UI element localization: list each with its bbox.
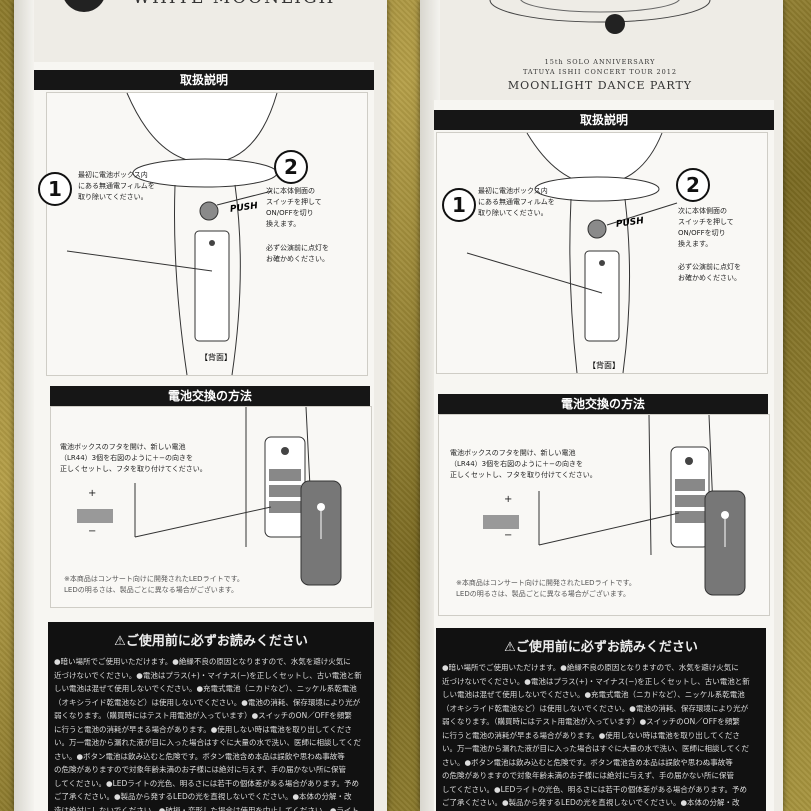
left-warning-box: ⚠ご使用前に必ずお読みください ●暗い場所でご使用いただけます。●絶縁不良の原因… [48,622,374,811]
step-1-badge: 1 [38,172,72,206]
left-warning-title: ⚠ご使用前に必ずお読みください [114,634,308,649]
right-instructions-header: 取扱説明 [434,110,774,130]
right-battery-panel [438,414,770,616]
left-instructions-panel [46,92,368,376]
right-warning-title: ⚠ご使用前に必ずお読みください [504,640,698,655]
light-stick-illustration-right [466,132,678,374]
step-2-text: 次に本体側面の スイッチを押して ON/OFFを切り 換えます。 [266,187,322,228]
step-2-note-right: 必ず公演前に点灯を お確かめください。 [678,263,741,282]
step-1-text: 最初に電池ボックス内 にある無通電フィルムを 取り除いてください。 [78,171,155,201]
left-package-card: WHITE MOONLIGH 取扱説明 1 2 最初に電池ボックス内 にある無通… [14,0,387,811]
left-brand-title: WHITE MOONLIGH [104,0,364,8]
step-1-badge-right: 1 [442,188,476,222]
moon-logo-left [64,0,104,12]
step-2-badge: 2 [274,150,308,184]
step-2-note: 必ず公演前に点灯を お確かめください。 [266,244,329,263]
left-led-note: ※本商品はコンサート向けに開発されたLEDライトです。 LEDの明るさは、製品ご… [64,575,244,594]
left-battery-header: 電池交換の方法 [50,386,370,406]
light-stick-illustration [66,92,278,376]
step-2-badge-right: 2 [676,168,710,202]
right-package-card: 15th SOLO ANNIVERSARY TATUYA ISHII CONCE… [420,0,783,811]
battery-text-right: 電池ボックスのフタを開け、新しい電池 （LR44）3個を右図のように＋−の向きを… [450,449,597,479]
right-warning-body: ●暗い場所でご使用いただけます。●絶縁不良の原因となりますので、水気を避け火気に… [442,663,750,807]
right-instructions-panel [436,132,768,374]
moon-orbit-logo [489,0,711,34]
battery-illustration [77,406,342,586]
back-caption-right: 【背面】 [588,361,620,370]
minus-label-right: − [504,530,513,541]
battery-text: 電池ボックスのフタを開け、新しい電池 （LR44）3個を右図のように＋−の向きを… [60,443,207,473]
right-warning-box: ⚠ご使用前に必ずお読みください ●暗い場所でご使用いただけます。●絶縁不良の原因… [436,628,766,811]
plus-label-right: + [504,494,513,505]
anniversary-line: 15th SOLO ANNIVERSARY [544,58,656,66]
left-warning-body: ●暗い場所でご使用いただけます。●絶縁不良の原因となりますので、水気を避け火気に… [54,657,362,811]
battery-illustration-right [483,414,746,596]
plus-label: + [88,488,97,499]
left-instructions-header: 取扱説明 [34,70,374,90]
minus-label: − [88,526,97,537]
concert-tour-line: TATUYA ISHII CONCERT TOUR 2012 [522,68,678,76]
left-battery-panel [50,406,372,608]
right-battery-header: 電池交換の方法 [438,394,768,414]
right-led-note: ※本商品はコンサート向けに開発されたLEDライトです。 LEDの明るさは、製品ご… [456,579,636,598]
step-1-text-right: 最初に電池ボックス内 にある無通電フィルムを 取り除いてください。 [478,187,555,217]
event-title: MOONLIGHT DANCE PARTY [507,79,693,92]
step-2-text-right: 次に本体側面の スイッチを押して ON/OFFを切り 換えます。 [678,207,734,248]
back-caption: 【背面】 [200,353,232,362]
